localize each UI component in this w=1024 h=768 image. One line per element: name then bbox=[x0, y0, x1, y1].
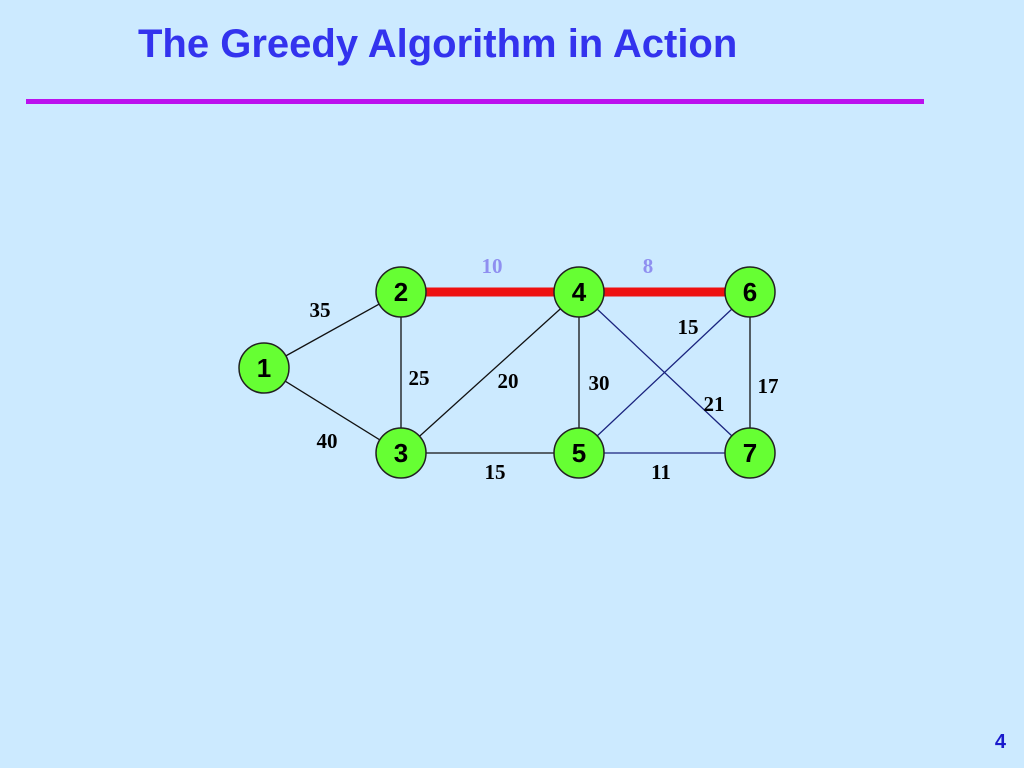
node-circle-5 bbox=[553, 427, 605, 479]
node-label-4: 4 bbox=[572, 277, 587, 307]
node-layer: 1 2 3 4 5 6 7 bbox=[238, 266, 776, 479]
node-5: 5 bbox=[553, 427, 605, 479]
edge-weight-5-7: 11 bbox=[651, 460, 671, 484]
node-label-6: 6 bbox=[743, 277, 757, 307]
edge-weight-4-5: 30 bbox=[589, 371, 610, 395]
node-2: 2 bbox=[375, 266, 427, 318]
edge-1-3 bbox=[263, 367, 402, 454]
node-circle-2 bbox=[375, 266, 427, 318]
slide-title: The Greedy Algorithm in Action bbox=[138, 22, 738, 66]
node-1: 1 bbox=[238, 342, 290, 394]
edge-weight-4-6: 8 bbox=[643, 254, 654, 278]
title-divider bbox=[26, 99, 924, 104]
edge-layer bbox=[263, 287, 751, 454]
edge-weight-3-5: 15 bbox=[485, 460, 506, 484]
edge-weight-2-4: 10 bbox=[482, 254, 503, 278]
node-circle-4 bbox=[553, 266, 605, 318]
node-4: 4 bbox=[553, 266, 605, 318]
node-label-5: 5 bbox=[572, 438, 586, 468]
edge-5-6 bbox=[578, 291, 751, 454]
node-circle-1 bbox=[238, 342, 290, 394]
node-label-1: 1 bbox=[257, 353, 271, 383]
node-label-7: 7 bbox=[743, 438, 757, 468]
edge-weight-3-4: 20 bbox=[498, 369, 519, 393]
edge-weight-6-7: 17 bbox=[758, 374, 779, 398]
node-7: 7 bbox=[724, 427, 776, 479]
edge-weight-1-2: 35 bbox=[310, 298, 331, 322]
edge-3-4 bbox=[400, 291, 580, 454]
node-circle-6 bbox=[724, 266, 776, 318]
node-label-3: 3 bbox=[394, 438, 408, 468]
node-3: 3 bbox=[375, 427, 427, 479]
node-circle-7 bbox=[724, 427, 776, 479]
edge-weight-1-3: 40 bbox=[317, 429, 338, 453]
edge-weight-2-3: 25 bbox=[409, 366, 430, 390]
edge-1-2 bbox=[263, 291, 402, 369]
node-label-2: 2 bbox=[394, 277, 408, 307]
edge-weight-5-6: 15 bbox=[678, 315, 699, 339]
page-number: 4 bbox=[994, 731, 1006, 753]
edge-weight-4-7: 21 bbox=[704, 392, 725, 416]
node-6: 6 bbox=[724, 266, 776, 318]
node-circle-3 bbox=[375, 427, 427, 479]
